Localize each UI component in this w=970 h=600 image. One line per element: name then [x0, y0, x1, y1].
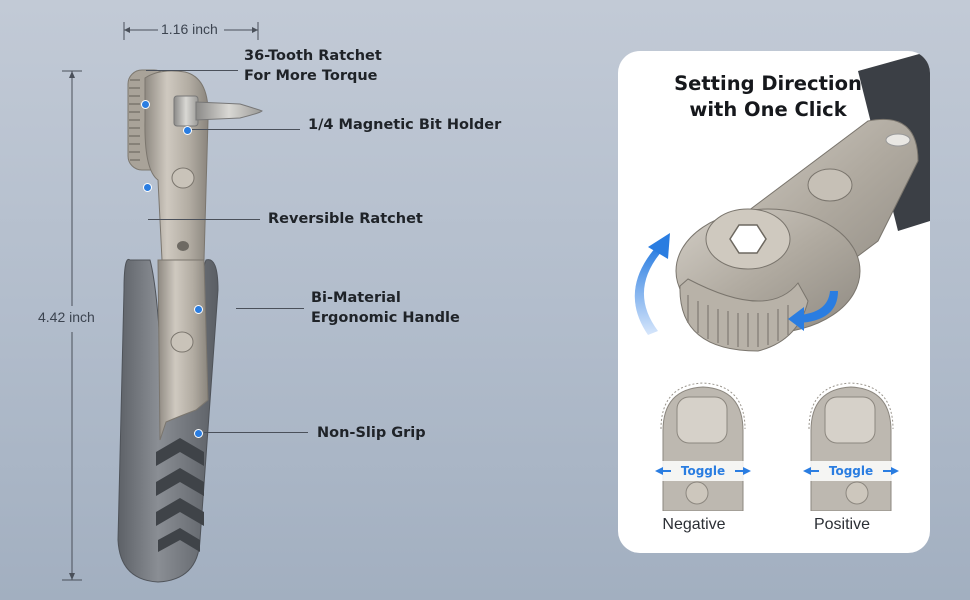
panel-title-line1: Setting Direction [674, 72, 862, 95]
ratchet-closeup-image [634, 51, 930, 352]
panel-title-line2: with One Click [689, 98, 847, 121]
height-dimension-lines [62, 70, 82, 581]
handle-callout: Bi-Material Ergonomic Handle [311, 288, 460, 328]
ratchet-callout-line1: 36-Tooth Ratchet [244, 48, 382, 64]
width-label: 1.16 inch [161, 21, 218, 37]
ratchet-callout: 36-Tooth Ratchet For More Torque [244, 46, 382, 86]
reversible-leader [148, 219, 260, 220]
grip-callout: Non-Slip Grip [317, 425, 426, 441]
grip-leader [204, 432, 308, 433]
handle-dot [194, 305, 203, 314]
negative-label: Negative [662, 516, 726, 533]
ratchet-dot [141, 100, 150, 109]
positive-state-image: Toggle [801, 382, 901, 511]
direction-panel: Setting Direction with One Click [618, 51, 930, 553]
bit-holder-callout: 1/4 Magnetic Bit Holder [308, 117, 502, 133]
ratchet-callout-line2: For More Torque [244, 68, 378, 84]
bit-holder-dot [183, 126, 192, 135]
height-label: 4.42 inch [38, 309, 95, 325]
negative-toggle-text: Toggle [681, 464, 725, 478]
reversible-callout: Reversible Ratchet [268, 211, 423, 227]
handle-callout-line2: Ergonomic Handle [311, 310, 460, 326]
negative-state-image: Toggle [653, 382, 753, 511]
reversible-dot [143, 183, 152, 192]
positive-toggle-text: Toggle [829, 464, 873, 478]
bit-holder-leader [192, 129, 300, 130]
ratchet-leader [146, 70, 238, 71]
grip-dot [194, 429, 203, 438]
positive-label: Positive [813, 516, 871, 533]
handle-leader [236, 308, 304, 309]
handle-callout-line1: Bi-Material [311, 290, 401, 306]
panel-title: Setting Direction with One Click [618, 71, 918, 123]
width-dimension-lines [123, 22, 259, 40]
ratchet-wrench-image [117, 69, 263, 583]
